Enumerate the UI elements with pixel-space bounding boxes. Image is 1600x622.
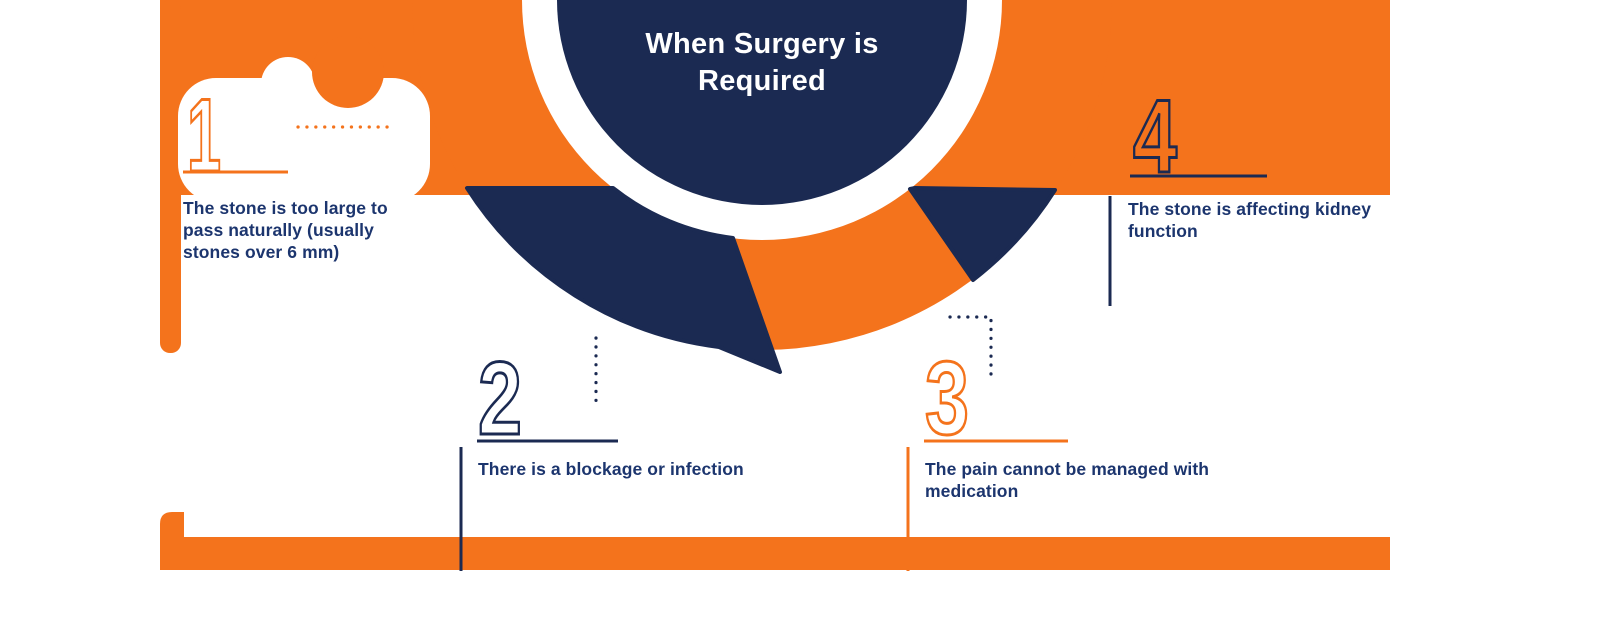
- item-1-text: The stone is too large to pass naturally…: [183, 198, 388, 262]
- item-4-text: The stone is affecting kidney function: [1128, 199, 1372, 241]
- item-3-number: 3: [925, 341, 969, 457]
- item-3-dotted-connector: [948, 315, 993, 376]
- notch-scallop-orange: [312, 36, 384, 108]
- item-2-text: There is a blockage or infection: [478, 459, 744, 479]
- cycle-arrow-left: [465, 186, 782, 374]
- item-2-number: 2: [478, 341, 522, 457]
- item-4-number: 4: [1133, 79, 1177, 195]
- cycle-arrow-right: [908, 186, 1057, 282]
- bottom-band: [160, 512, 1390, 570]
- page-title: When Surgery is Required: [645, 28, 879, 97]
- title-circle: [557, 0, 967, 205]
- item-1-number: 1: [187, 78, 221, 194]
- left-bar: [160, 0, 181, 353]
- item-3-text: The pain cannot be managed with medicati…: [925, 459, 1210, 501]
- notch-scallop-white: [261, 57, 315, 111]
